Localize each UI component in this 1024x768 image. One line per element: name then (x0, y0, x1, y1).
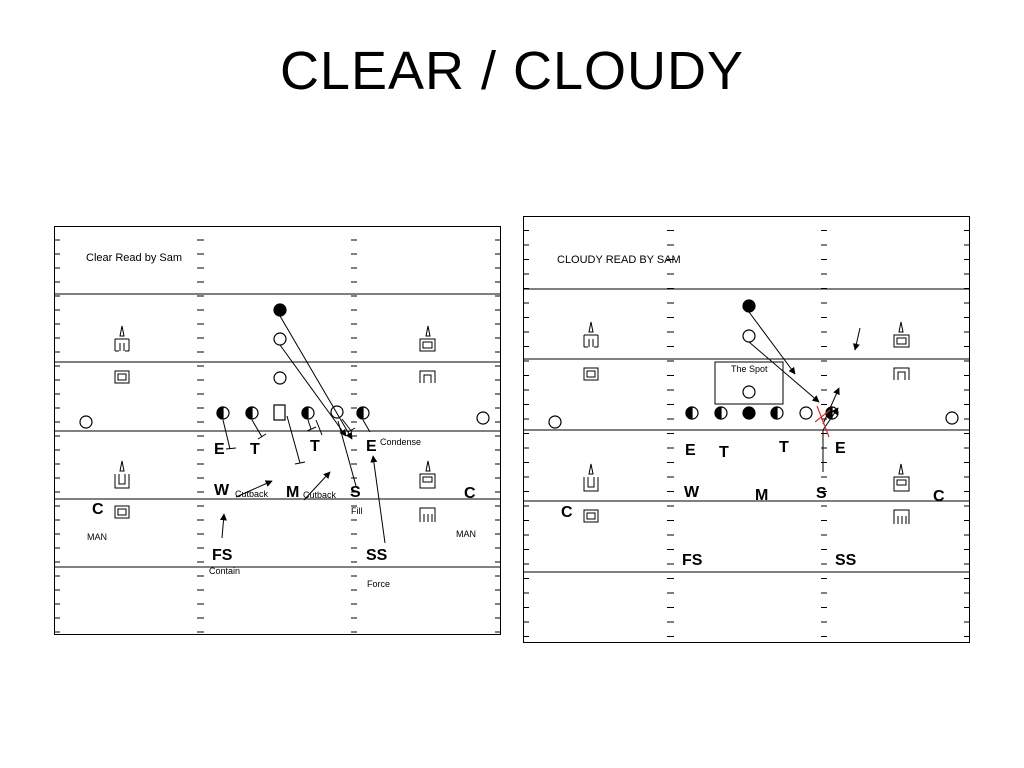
defender-e-left: E (214, 441, 225, 458)
defender-fs: FS (212, 547, 233, 564)
player (273, 371, 287, 385)
note-fill: Fill (351, 506, 363, 516)
clear-field-svg: Clear Read by Sam E T T E W M S C C (54, 226, 501, 635)
player-wide-right (945, 411, 959, 425)
red-gap-marks (814, 405, 831, 438)
defender-w: W (684, 484, 700, 501)
player-wide-right (476, 411, 490, 425)
field-yard-lines (523, 288, 970, 573)
defender-m: M (286, 484, 299, 501)
note-man-left: MAN (87, 532, 107, 542)
diagram-heading: Clear Read by Sam (86, 252, 182, 264)
defender-w: W (214, 482, 230, 499)
note-cutback-m: Cutback (303, 490, 337, 500)
assignment-lines (219, 315, 386, 544)
player-wide-left (548, 415, 562, 429)
defender-t-right: T (779, 439, 789, 456)
note-the-spot: The Spot (731, 364, 768, 374)
defender-ss: SS (835, 552, 857, 569)
center-square (273, 404, 286, 421)
note-condense: Condense (380, 437, 421, 447)
field-yard-lines (54, 293, 501, 568)
player (742, 329, 756, 343)
defender-t-left: T (250, 441, 260, 458)
note-contain: Contain (209, 566, 240, 576)
center-filled (742, 406, 756, 420)
player (273, 332, 287, 346)
defender-e-right: E (366, 438, 377, 455)
player-filled (273, 303, 287, 317)
defender-ss: SS (366, 547, 388, 564)
defender-fs: FS (682, 552, 703, 569)
defender-e-right: E (835, 440, 846, 457)
defender-s: S (350, 484, 361, 501)
player-wide-left (79, 415, 93, 429)
slide-title: CLEAR / CLOUDY (279, 41, 745, 101)
defender-s: S (816, 485, 827, 502)
defender-c-right: C (464, 485, 476, 502)
clear-diagram: Clear Read by Sam E T T E W M S C C (54, 226, 502, 641)
player (742, 385, 756, 399)
receiver-icons (114, 325, 436, 522)
the-spot-box (714, 361, 784, 405)
receiver-icons (583, 321, 910, 524)
note-force: Force (367, 579, 390, 589)
defender-c-left: C (561, 504, 573, 521)
half-filled-linemen (216, 406, 370, 420)
player (330, 405, 344, 419)
defender-e-left: E (685, 442, 696, 459)
offense-players (548, 299, 959, 429)
note-man-right: MAN (456, 529, 476, 539)
note-cutback-w: Cutback (235, 489, 269, 499)
player-filled (742, 299, 756, 313)
defender-c-right: C (933, 488, 945, 505)
player (799, 406, 813, 420)
cloudy-field-svg: CLOUDY READ BY SAM The Spot E T T E W M … (523, 216, 970, 643)
defender-t-left: T (719, 444, 729, 461)
diagram-heading: CLOUDY READ BY SAM (557, 254, 681, 266)
defender-t-right: T (310, 438, 320, 455)
defender-c-left: C (92, 501, 104, 518)
cloudy-diagram: CLOUDY READ BY SAM The Spot E T T E W M … (523, 216, 971, 649)
field-hash-marks (523, 230, 970, 637)
defender-m: M (755, 487, 768, 504)
field-hash-marks (54, 239, 501, 633)
